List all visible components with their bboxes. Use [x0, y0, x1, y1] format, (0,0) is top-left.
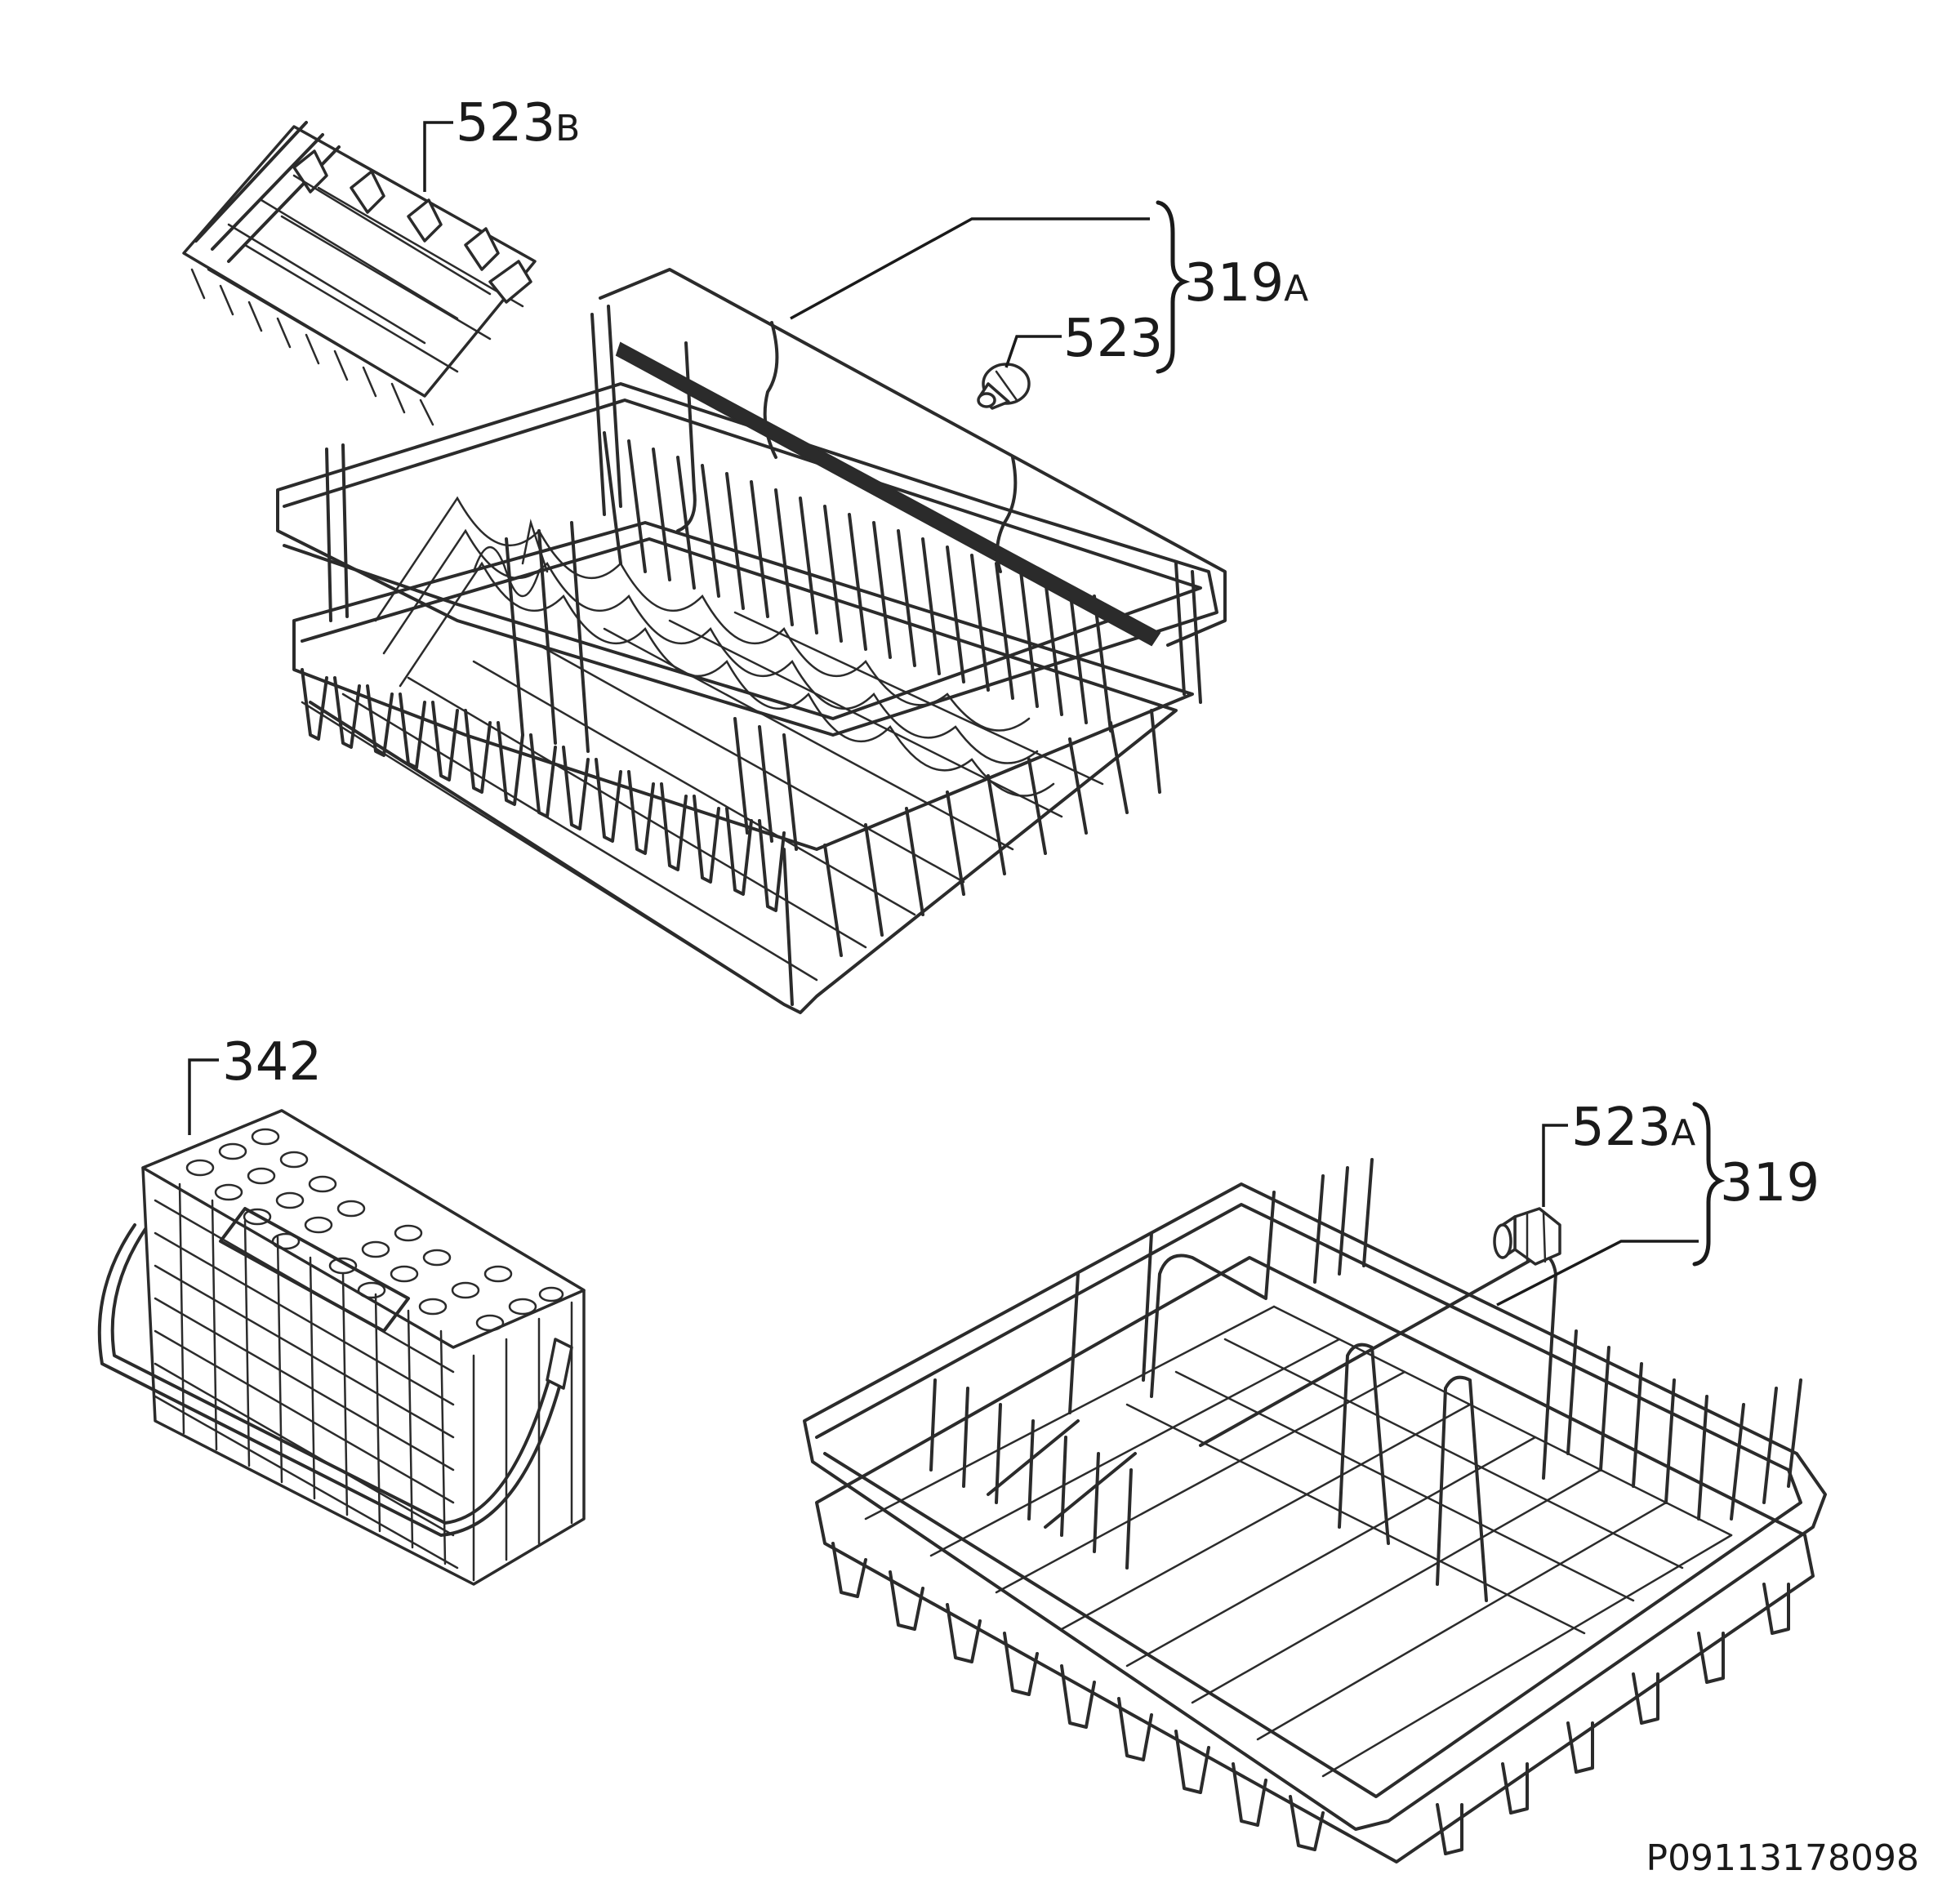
label-319a: 319A [1184, 253, 1308, 314]
callouts [188, 121, 1726, 1307]
label-523b: 523B [456, 93, 580, 154]
wheel-523a [1493, 1207, 1561, 1266]
wheel-523 [977, 363, 1031, 410]
labels: 523B 319A 523 342 523A 319 P09113178098 [222, 93, 1919, 1879]
cup-rack-523b [182, 121, 537, 426]
document-number: P09113178098 [1646, 1837, 1919, 1879]
label-523a: 523A [1571, 1098, 1695, 1158]
lower-basket-319 [803, 1158, 1827, 1864]
upper-basket-319a [276, 268, 1227, 1014]
cutlery-basket-342 [97, 1109, 586, 1586]
label-342: 342 [222, 1032, 322, 1093]
label-523: 523 [1063, 309, 1163, 369]
label-319: 319 [1720, 1153, 1820, 1213]
